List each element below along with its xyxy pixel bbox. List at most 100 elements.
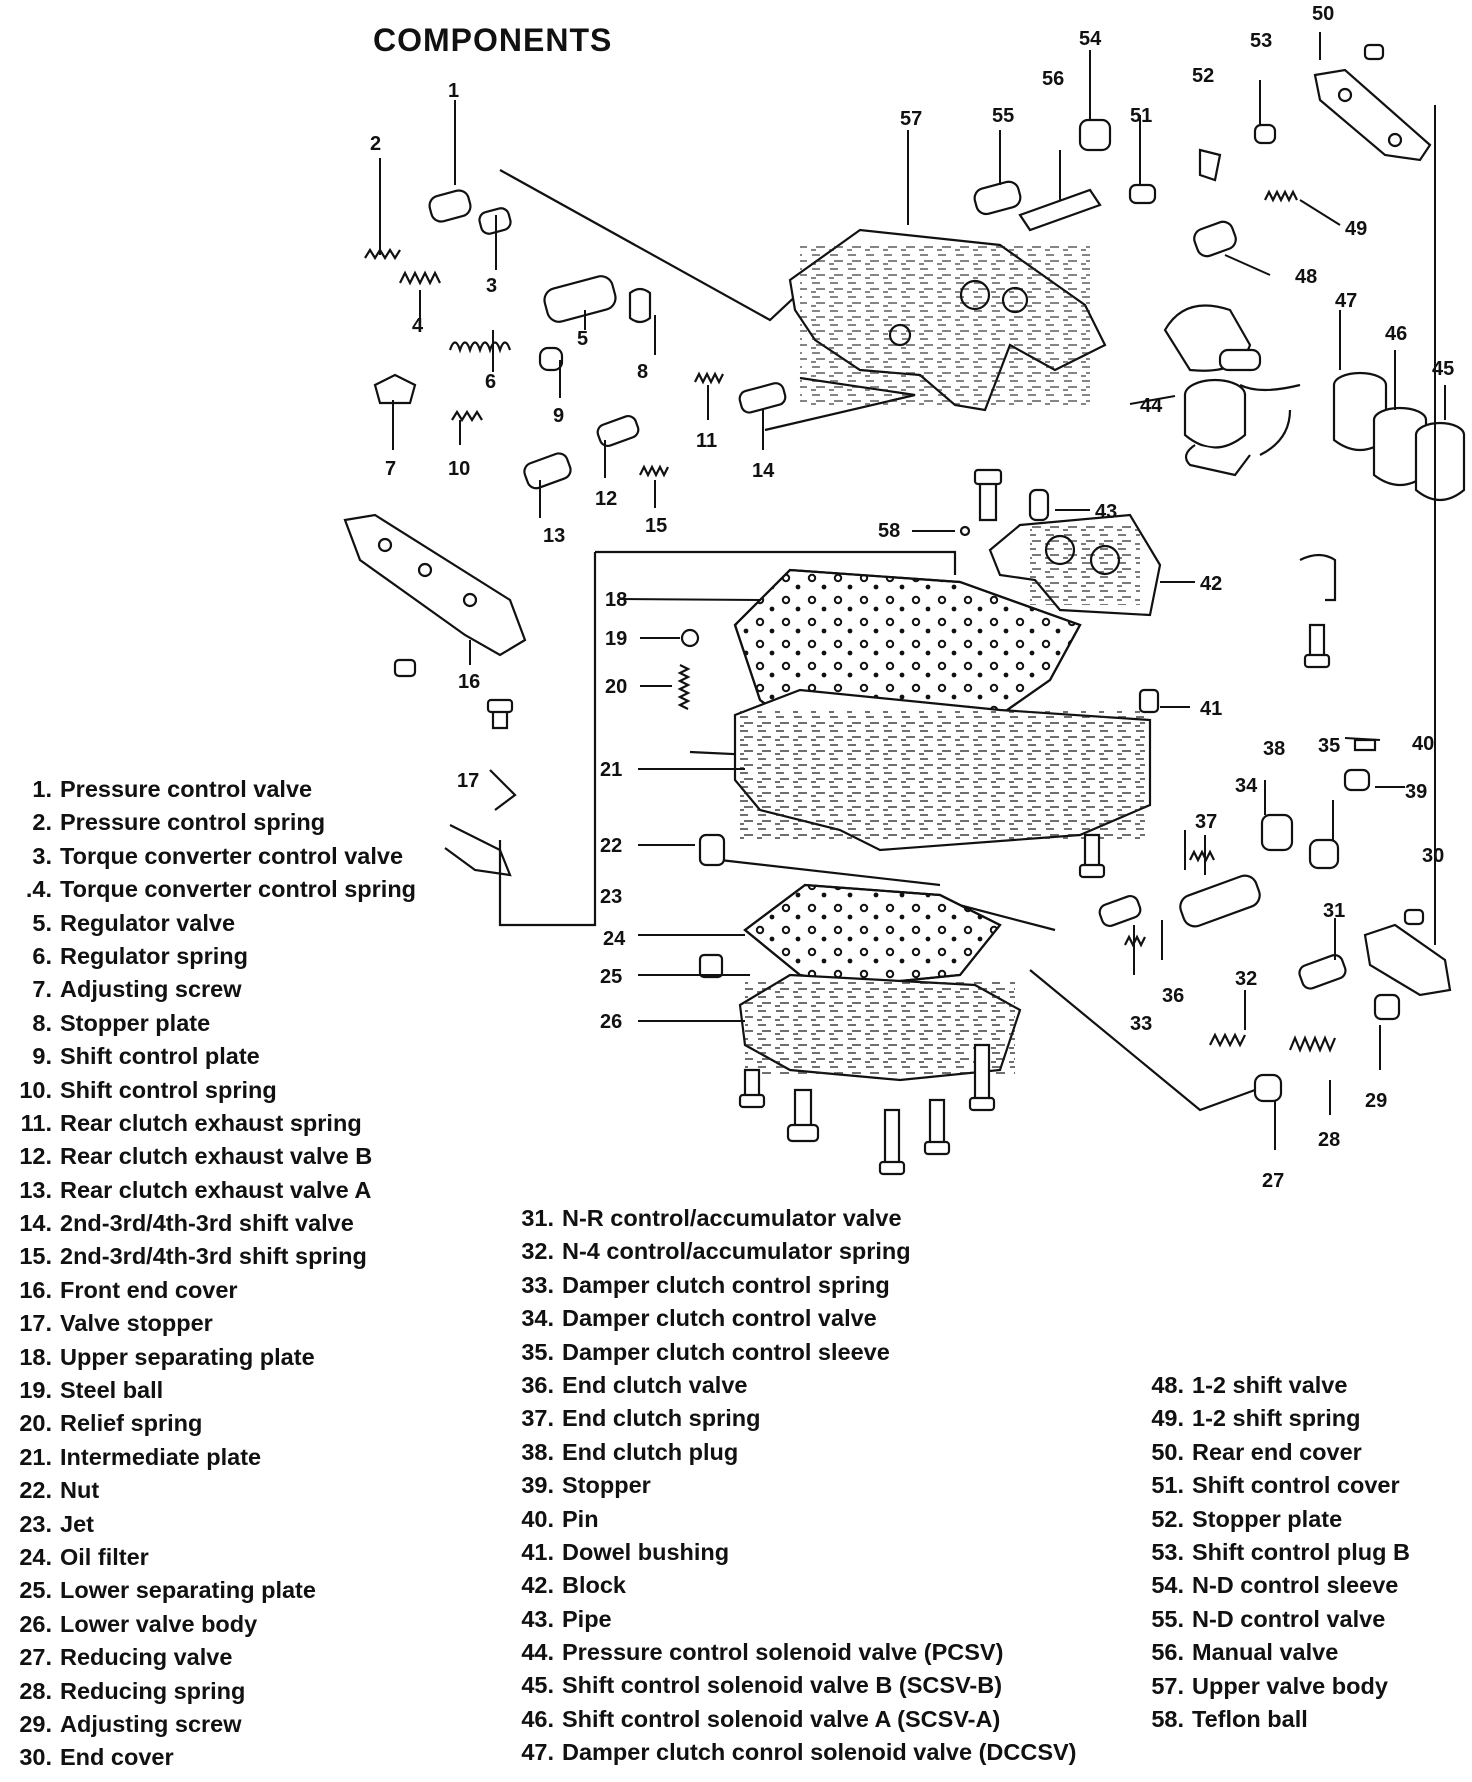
legend-item: 57. Upper valve body bbox=[1140, 1670, 1410, 1703]
legend-item-number: 56. bbox=[1151, 1639, 1184, 1666]
legend-item-number: 34. bbox=[521, 1305, 554, 1332]
legend-item-label: Teflon ball bbox=[1192, 1705, 1308, 1732]
callout-9: 9 bbox=[553, 405, 564, 427]
callout-37: 37 bbox=[1195, 811, 1217, 833]
legend-item: 29.Adjusting screw bbox=[8, 1708, 416, 1741]
legend-item: 3. Torque converter control valve bbox=[8, 840, 416, 873]
legend-item-label: End clutch plug bbox=[562, 1438, 739, 1465]
callout-58: 58 bbox=[878, 520, 900, 542]
legend-item-number: 3. bbox=[32, 842, 52, 869]
legend-item-label: Damper clutch control spring bbox=[562, 1271, 890, 1298]
rear-end-cover bbox=[1313, 68, 1432, 162]
legend-item-number: 29. bbox=[19, 1710, 52, 1737]
callout-53: 53 bbox=[1250, 30, 1272, 52]
legend-item: 11.Rear clutch exhaust spring bbox=[8, 1107, 416, 1140]
legend-item: 23.Jet bbox=[8, 1508, 416, 1541]
legend-item-number: 5. bbox=[32, 909, 52, 936]
legend-item-number: 32. bbox=[521, 1238, 554, 1265]
legend-item: 40.Pin bbox=[510, 1503, 1077, 1536]
legend-item-number: 54. bbox=[1151, 1572, 1184, 1599]
legend-item-number: 13. bbox=[19, 1176, 52, 1203]
upper-valve-body bbox=[788, 228, 1107, 412]
legend-item: 24.Oil filter bbox=[8, 1541, 416, 1574]
legend-item-number: 12. bbox=[19, 1143, 52, 1170]
callout-5: 5 bbox=[577, 328, 588, 350]
legend-item-number: 49. bbox=[1151, 1405, 1184, 1432]
callout-52: 52 bbox=[1192, 65, 1214, 87]
legend-item-label: Block bbox=[562, 1572, 626, 1599]
legend-item-number: 27. bbox=[19, 1644, 52, 1671]
legend-item-number: 30. bbox=[19, 1744, 52, 1771]
callout-54: 54 bbox=[1079, 28, 1102, 50]
legend-item: 27.Reducing valve bbox=[8, 1641, 416, 1674]
callout-18: 18 bbox=[605, 589, 627, 611]
callout-24: 24 bbox=[603, 928, 626, 950]
legend-item-label: Pressure control spring bbox=[60, 809, 326, 836]
legend-item-label: 1-2 shift valve bbox=[1192, 1372, 1348, 1398]
legend-item: .4.Torque converter control spring bbox=[8, 873, 416, 906]
legend-item-label: End cover bbox=[60, 1744, 174, 1771]
callout-31: 31 bbox=[1323, 900, 1345, 922]
legend-item: 13. Rear clutch exhaust valve A bbox=[8, 1174, 416, 1207]
legend-item-label: Stopper plate bbox=[1192, 1505, 1343, 1532]
legend-item-label: Damper clutch conrol solenoid valve (DCC… bbox=[562, 1739, 1077, 1766]
legend-item: 22.Nut bbox=[8, 1474, 416, 1507]
legend-item: 20.Relief spring bbox=[8, 1407, 416, 1440]
legend-item-label: Upper valve body bbox=[1192, 1672, 1388, 1699]
legend-item-label: Stopper bbox=[562, 1472, 651, 1499]
legend-item-label: Damper clutch control sleeve bbox=[562, 1338, 890, 1365]
callout-41: 41 bbox=[1200, 698, 1222, 720]
legend-item-number: 15. bbox=[19, 1243, 52, 1270]
legend-item-label: Shift control plug B bbox=[1192, 1538, 1410, 1565]
callout-16: 16 bbox=[458, 671, 480, 693]
callout-21: 21 bbox=[600, 759, 622, 781]
legend-item: 33.Damper clutch control spring bbox=[510, 1269, 1077, 1302]
legend-item: 47. Damper clutch conrol solenoid valve (… bbox=[510, 1736, 1077, 1769]
callout-35: 35 bbox=[1318, 735, 1340, 757]
callout-30: 30 bbox=[1422, 845, 1444, 867]
legend-item: 36.End clutch valve bbox=[510, 1369, 1077, 1402]
callout-8: 8 bbox=[637, 361, 648, 383]
legend-item: 35. Damper clutch control sleeve bbox=[510, 1336, 1077, 1369]
block bbox=[988, 513, 1162, 617]
callout-36: 36 bbox=[1162, 985, 1184, 1007]
callout-25: 25 bbox=[600, 966, 622, 988]
exploded-view-diagram: 1 2 3 4 5 6 7 8 9 10 11 12 13 14 15 16 1… bbox=[343, 3, 1466, 1192]
legend-item: 42. Block bbox=[510, 1569, 1077, 1602]
callout-1: 1 bbox=[448, 80, 459, 102]
callout-14: 14 bbox=[752, 460, 775, 482]
legend-item: 38.End clutch plug bbox=[510, 1436, 1077, 1469]
front-end-cover bbox=[343, 513, 527, 657]
legend-item: 52.Stopper plate bbox=[1140, 1503, 1410, 1536]
right-side-valves bbox=[973, 118, 1401, 1103]
legend-item-number: 44. bbox=[521, 1639, 554, 1666]
legend-item-number: 57. bbox=[1151, 1672, 1184, 1699]
callout-39: 39 bbox=[1405, 781, 1427, 803]
callout-pointers bbox=[379, 32, 1446, 1150]
legend-item-number: 17. bbox=[19, 1310, 52, 1337]
legend-item: 46.Shift control solenoid valve A (SCSV-… bbox=[510, 1703, 1077, 1736]
legend-item: 53.Shift control plug B bbox=[1140, 1536, 1410, 1569]
legend-item-label: Rear end cover bbox=[1192, 1438, 1362, 1465]
legend-item-label: Regulator spring bbox=[60, 942, 249, 969]
legend-item-label: Rear clutch exhaust valve A bbox=[60, 1176, 372, 1203]
legend-item-number: 42. bbox=[521, 1572, 554, 1599]
legend-item-number: 47. bbox=[521, 1739, 554, 1766]
legend-item-number: 28. bbox=[19, 1677, 52, 1704]
callout-labels: 1 2 3 4 5 6 7 8 9 10 11 12 13 14 15 16 1… bbox=[370, 3, 1454, 1192]
legend-item: 49.1-2 shift spring bbox=[1140, 1402, 1410, 1435]
legend-item-number: 31. bbox=[521, 1205, 554, 1231]
legend-item-label: Intermediate plate bbox=[60, 1443, 262, 1470]
legend-item-label: Shift control cover bbox=[1192, 1472, 1400, 1499]
legend-item-number: 35. bbox=[521, 1338, 554, 1365]
legend-item: 26.Lower valve body bbox=[8, 1608, 416, 1641]
callout-57: 57 bbox=[900, 108, 922, 130]
legend-item-label: Torque converter control valve bbox=[60, 842, 404, 869]
legend-item: 19.Steel ball bbox=[8, 1374, 416, 1407]
legend-item-number: 46. bbox=[521, 1705, 554, 1732]
legend-item-label: Rear clutch exhaust spring bbox=[60, 1109, 362, 1136]
legend-item-label: Pin bbox=[562, 1505, 599, 1532]
legend-item-number: 10. bbox=[19, 1076, 52, 1103]
